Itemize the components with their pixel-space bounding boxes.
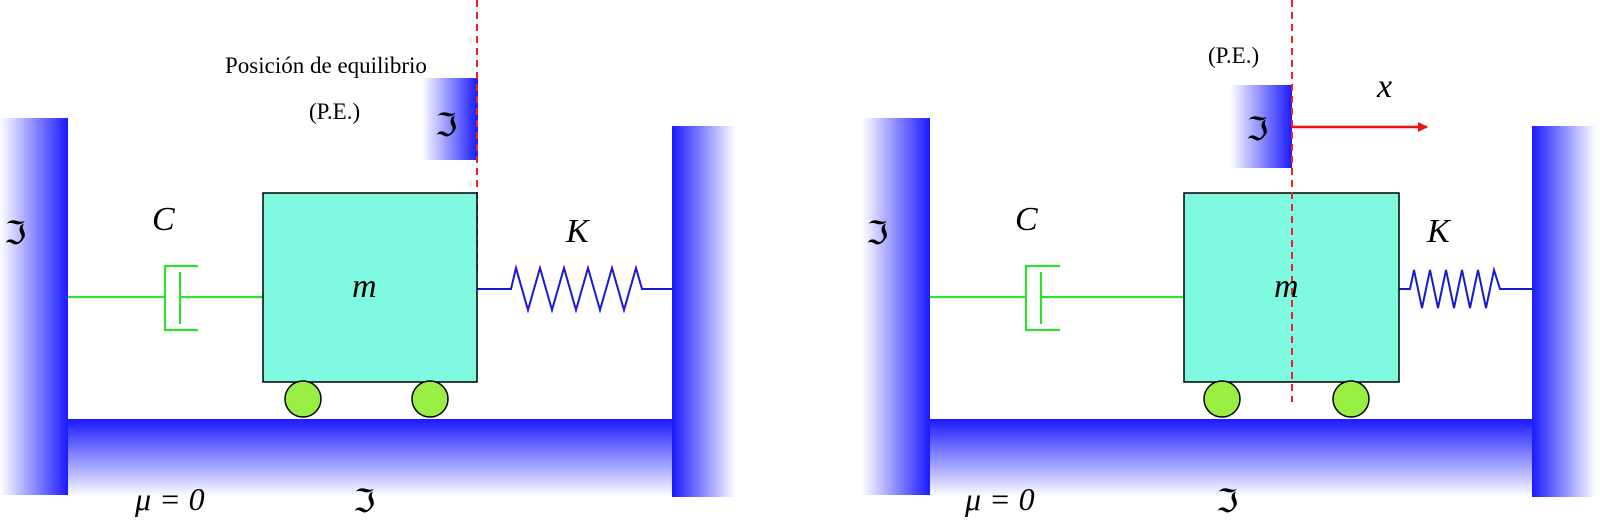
ground-symbol-floor: ℑ	[1216, 482, 1238, 520]
right-wall	[672, 126, 736, 497]
right-diagram: (P.E.) ℑ x ℑ C K m μ = 0 ℑ	[862, 0, 1596, 520]
damper	[930, 264, 1184, 332]
mass-label: m	[352, 268, 377, 305]
ground-symbol-floor: ℑ	[353, 482, 375, 520]
spring-label: K	[565, 213, 591, 250]
pe-label: (P.E.)	[1208, 43, 1259, 68]
wheel	[284, 380, 322, 418]
displacement-label: x	[1376, 68, 1392, 105]
spring	[1399, 266, 1532, 309]
wheel	[411, 380, 449, 418]
damper	[68, 264, 263, 332]
floor	[68, 419, 672, 497]
equilibrium-marker-block	[1230, 85, 1292, 168]
left-wall	[0, 118, 68, 495]
wheel	[1203, 380, 1241, 418]
damper-label: C	[152, 201, 175, 238]
damper-label: C	[1015, 201, 1038, 238]
ground-symbol-marker: ℑ	[1246, 110, 1268, 148]
ground-symbol-marker: ℑ	[435, 106, 457, 144]
left-wall	[862, 118, 930, 495]
ground-symbol-left-wall: ℑ	[4, 214, 26, 252]
right-wall	[1532, 126, 1596, 497]
equilibrium-position-label: Posición de equilibrio	[225, 53, 427, 78]
spring	[477, 264, 672, 314]
spring-label: K	[1426, 213, 1452, 250]
left-diagram: Posición de equilibrio (P.E.) ℑ ℑ C K m …	[0, 0, 736, 520]
wheel	[1332, 380, 1370, 418]
mass-label: m	[1274, 268, 1299, 305]
friction-label: μ = 0	[134, 481, 205, 517]
ground-symbol-left-wall: ℑ	[866, 214, 888, 252]
equilibrium-marker-block	[422, 78, 478, 160]
friction-label: μ = 0	[964, 481, 1035, 517]
mass-block	[262, 192, 478, 383]
floor	[930, 419, 1532, 497]
pe-label: (P.E.)	[309, 99, 360, 124]
